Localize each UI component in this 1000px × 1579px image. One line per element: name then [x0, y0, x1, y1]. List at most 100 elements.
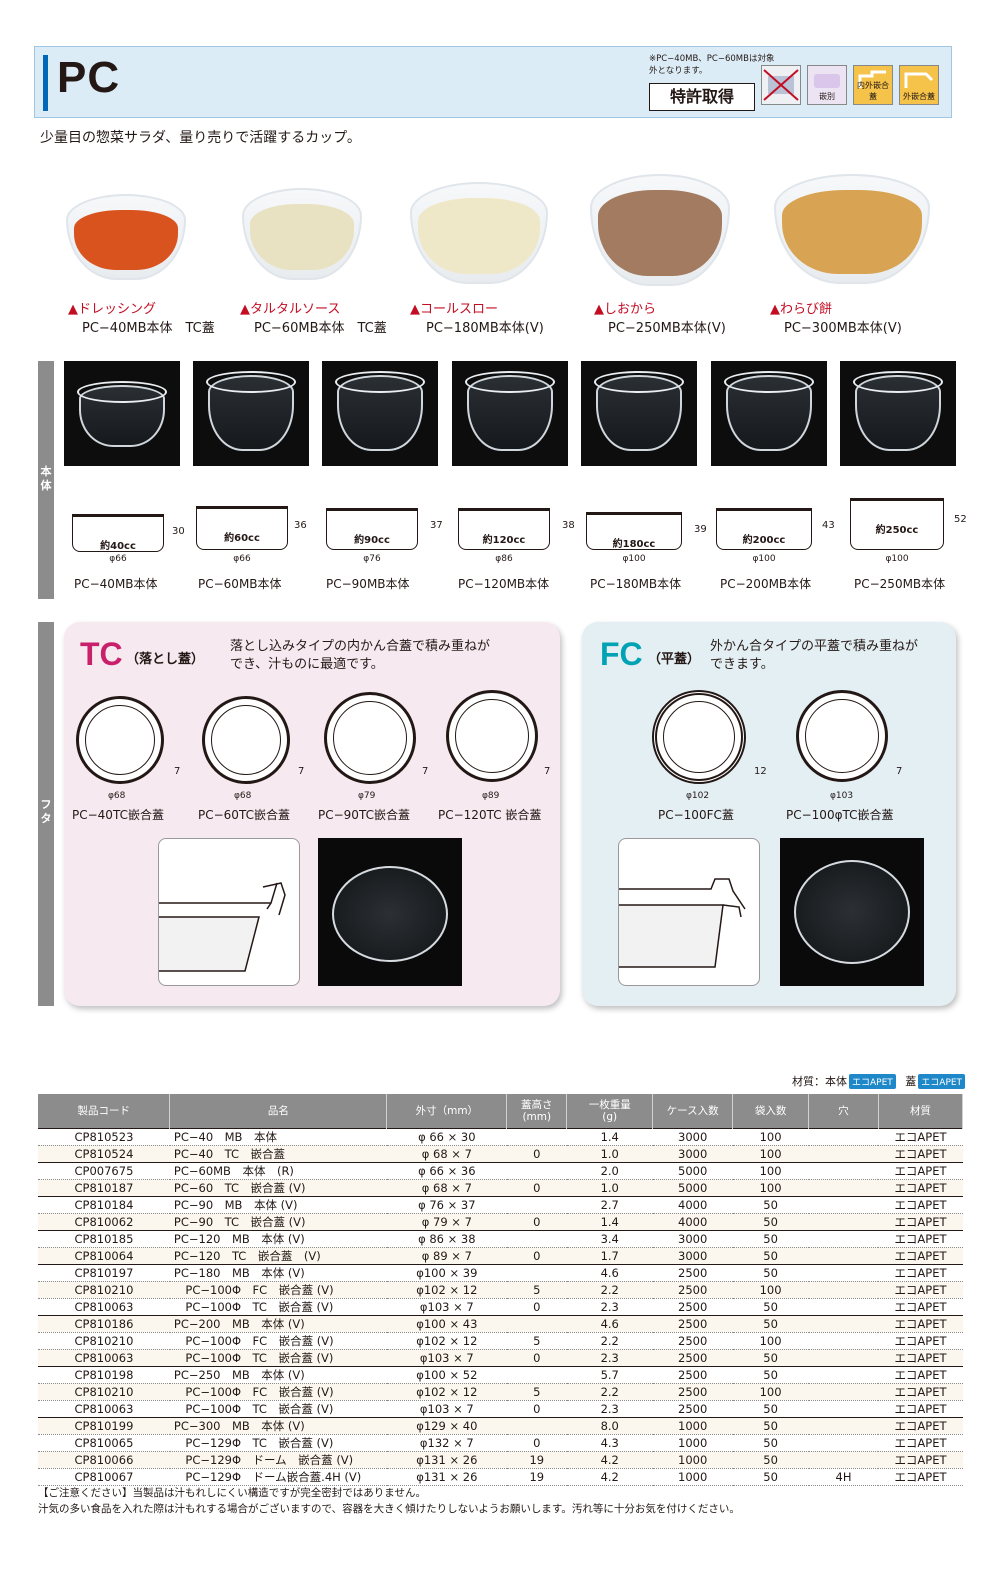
table-cell-lidh: 0 [506, 1400, 567, 1418]
table-cell-size: φ103 × 7 [386, 1349, 507, 1367]
footnote: 【ご注意ください】当製品は汁もれしにくい構造ですが完全密封ではありません。 汁気… [38, 1487, 740, 1515]
table-cell-code: CP810524 [38, 1145, 170, 1163]
food-photo-coleslaw [400, 170, 550, 290]
fc-title: FC [600, 636, 643, 672]
table-cell-bag: 100 [732, 1383, 809, 1401]
table-cell-case: 5000 [652, 1179, 733, 1197]
food-name: ▲ドレッシング [68, 302, 156, 317]
table-cell-bag: 50 [732, 1451, 809, 1469]
table-cell-name: PC−90 TC 嵌合蓋 (V) [169, 1213, 387, 1231]
table-cell-code: CP810198 [38, 1365, 170, 1384]
table-cell-hole [808, 1332, 879, 1350]
table-cell-case: 4000 [652, 1195, 733, 1214]
table-cell-code: CP810065 [38, 1434, 170, 1452]
table-cell-mat: エコAPET [878, 1416, 963, 1435]
body-name: PC−120MB本体 [458, 577, 550, 591]
table-cell-code: CP007675 [38, 1161, 170, 1180]
table-cell-mat: エコAPET [878, 1451, 963, 1469]
table-cell-weight: 1.7 [566, 1247, 653, 1265]
table-cell-lidh: 0 [506, 1298, 567, 1316]
lid-ring [796, 690, 888, 782]
table-cell-code: CP810063 [38, 1400, 170, 1418]
table-cell-size: φ102 × 12 [386, 1383, 507, 1401]
table-cell-code: CP810184 [38, 1195, 170, 1214]
table-cell-weight: 2.3 [566, 1349, 653, 1367]
table-cell-mat: エコAPET [878, 1179, 963, 1197]
body-name: PC−250MB本体 [854, 577, 946, 591]
table-cell-name: PC−60 TC 嵌合蓋 (V) [169, 1179, 387, 1197]
table-cell-name: PC−120 TC 嵌合蓋 (V) [169, 1247, 387, 1265]
table-cell-lidh [506, 1161, 567, 1180]
cup-profile: 約250cc 52 φ100 [850, 498, 970, 564]
table-cell-mat: エコAPET [878, 1213, 963, 1231]
section-label-lid: フタ [38, 622, 54, 1006]
table-cell-name: PC−129Φ TC 嵌合蓋 (V) [169, 1434, 387, 1452]
table-cell-bag: 50 [732, 1263, 809, 1282]
table-cell-bag: 50 [732, 1213, 809, 1231]
inner-outer-fit-icon: 内外嵌合蓋 [853, 65, 893, 105]
cup-photo [193, 361, 309, 466]
table-cell-case: 1000 [652, 1451, 733, 1469]
table-cell-code: CP810197 [38, 1263, 170, 1282]
food-name: ▲しおから [594, 302, 656, 317]
table-cell-case: 3000 [652, 1145, 733, 1163]
tc-lid-panel: TC （落とし蓋） 落とし込みタイプの内かん合蓋で積み重ねが でき、汁ものに最適… [64, 622, 560, 1006]
lid-height: 7 [298, 766, 305, 777]
table-cell-weight: 4.3 [566, 1434, 653, 1452]
column-header: 製品コード [38, 1094, 171, 1128]
table-cell-case: 2500 [652, 1332, 733, 1350]
cup-profile: 約180cc 39 φ100 [586, 504, 707, 564]
table-cell-case: 5000 [652, 1161, 733, 1180]
table-cell-name: PC−250 MB 本体 (V) [169, 1365, 387, 1384]
table-cell-lidh: 19 [506, 1451, 567, 1469]
separate-fit-icon: 嵌別 [807, 65, 847, 105]
page-title: PC [57, 53, 121, 102]
table-cell-code: CP810186 [38, 1314, 170, 1333]
column-header: ケース入数 [652, 1094, 734, 1128]
table-cell-bag: 50 [732, 1229, 809, 1248]
table-cell-case: 2500 [652, 1400, 733, 1418]
lid-name: PC−100φTC嵌合蓋 [786, 808, 894, 822]
table-cell-mat: エコAPET [878, 1468, 963, 1486]
table-cell-lidh [506, 1263, 567, 1282]
table-cell-bag: 50 [732, 1434, 809, 1452]
table-cell-case: 2500 [652, 1383, 733, 1401]
lid-name: PC−120TC 嵌合蓋 [438, 808, 542, 822]
table-cell-weight: 4.2 [566, 1451, 653, 1469]
material-tag: エコAPET [918, 1074, 966, 1089]
food-photo-shiokara [580, 170, 730, 290]
table-cell-hole [808, 1349, 879, 1367]
table-cell-mat: エコAPET [878, 1161, 963, 1180]
lid-ring [76, 696, 164, 784]
lid-height: 7 [174, 766, 181, 777]
tc-kind: （落とし蓋） [126, 652, 205, 667]
table-cell-bag: 50 [732, 1365, 809, 1384]
table-cell-case: 2500 [652, 1298, 733, 1316]
table-cell-hole [808, 1179, 879, 1197]
table-cell-mat: エコAPET [878, 1127, 963, 1146]
table-cell-hole [808, 1213, 879, 1231]
lid-diameter: φ102 [686, 791, 710, 801]
lid-name: PC−100FC蓋 [658, 808, 734, 822]
table-cell-lidh: 19 [506, 1468, 567, 1486]
table-cell-case: 2500 [652, 1349, 733, 1367]
table-cell-name: PC−100Φ FC 嵌合蓋 (V) [169, 1332, 387, 1350]
table-cell-code: CP810067 [38, 1468, 170, 1486]
table-cell-lidh: 5 [506, 1332, 567, 1350]
material-note: 材質：本体エコAPET 蓋エコAPET [792, 1073, 966, 1089]
table-cell-size: φ103 × 7 [386, 1298, 507, 1316]
table-header-row: 製品コード 品名 外寸（mm） 蓋高さ (mm) 一枚重量 (g) ケース入数 … [38, 1094, 964, 1128]
lid-name: PC−40TC嵌合蓋 [72, 808, 164, 822]
table-cell-hole: 4H [808, 1468, 879, 1486]
fc-lid-photo [780, 838, 924, 986]
column-header: 袋入数 [732, 1094, 810, 1128]
material-tag: エコAPET [849, 1074, 896, 1089]
column-header: 一枚重量 (g) [566, 1094, 654, 1128]
